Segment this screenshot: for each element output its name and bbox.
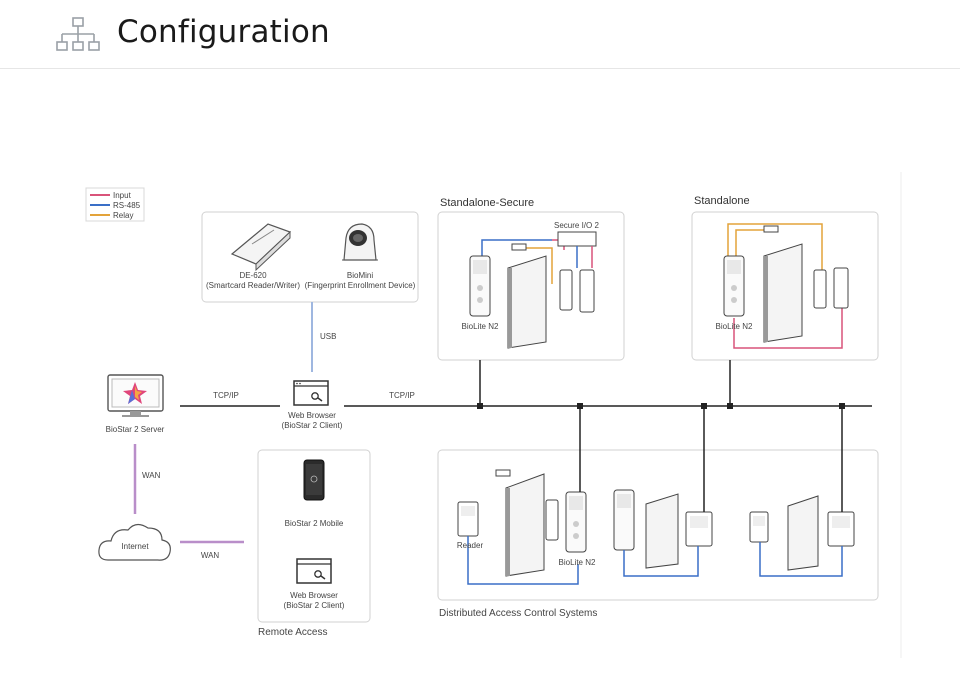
mobile-label: BioStar 2 Mobile	[285, 519, 344, 528]
tcpip-left-label: TCP/IP	[213, 391, 239, 400]
enrollment-devices-box: DE-620 (Smartcard Reader/Writer) BioMini…	[201, 211, 419, 303]
secure-io-label: Secure I/O 2	[554, 221, 599, 230]
server-monitor-icon	[107, 374, 164, 417]
page-header: Configuration	[0, 0, 960, 69]
standalone-box	[691, 211, 879, 361]
standalone-secure-box	[437, 211, 625, 361]
configuration-diagram: Input RS-485 Relay DE-620 (Smartcard Rea…	[72, 172, 904, 658]
diagram-canvas: Input RS-485 Relay DE-620 (Smartcard Rea…	[85, 172, 902, 658]
reader-label: Reader	[457, 541, 484, 550]
web-browser-icon	[293, 380, 329, 406]
usb-label: USB	[320, 332, 336, 341]
legend-input: Input	[113, 191, 132, 200]
remote-access-box: BioStar 2 Mobile Web Browser (BioStar 2 …	[257, 449, 371, 623]
internet-label: Internet	[121, 542, 149, 551]
browser-sub: (BioStar 2 Client)	[282, 421, 343, 430]
biomini-sub: (Fingerprint Enrollment Device)	[305, 281, 416, 290]
remote-access-label: Remote Access	[258, 627, 327, 638]
standalone-secure-label: Standalone-Secure	[440, 197, 534, 209]
wan-horizontal-label: WAN	[201, 551, 220, 560]
fingerprint-scanner-icon	[342, 223, 378, 261]
biolite-sa-label: BioLite N2	[716, 322, 753, 331]
tcpip-right-label: TCP/IP	[389, 391, 415, 400]
page-title: Configuration	[117, 14, 330, 50]
remote-browser-label: Web Browser	[290, 591, 338, 600]
cloud-icon	[98, 523, 171, 561]
distributed-label: Distributed Access Control Systems	[439, 608, 597, 619]
de620-label: DE-620	[239, 271, 267, 280]
legend-rs485: RS-485	[113, 201, 141, 210]
sitemap-icon	[56, 17, 100, 51]
biomini-label: BioMini	[347, 271, 373, 280]
remote-browser-sub: (BioStar 2 Client)	[284, 601, 345, 610]
server-label: BioStar 2 Server	[106, 425, 165, 434]
biolite-dist-label: BioLite N2	[559, 558, 596, 567]
distributed-box	[437, 449, 879, 601]
smartcard-reader-icon	[230, 223, 292, 272]
standalone-label: Standalone	[694, 195, 750, 207]
mobile-phone-icon	[303, 459, 325, 501]
legend-relay: Relay	[113, 211, 133, 220]
wan-vertical-label: WAN	[142, 471, 161, 480]
legend: Input RS-485 Relay	[85, 187, 145, 222]
de620-sub: (Smartcard Reader/Writer)	[206, 281, 300, 290]
browser-label: Web Browser	[288, 411, 336, 420]
biolite-ss-label: BioLite N2	[462, 322, 499, 331]
remote-web-browser-icon	[296, 558, 332, 584]
